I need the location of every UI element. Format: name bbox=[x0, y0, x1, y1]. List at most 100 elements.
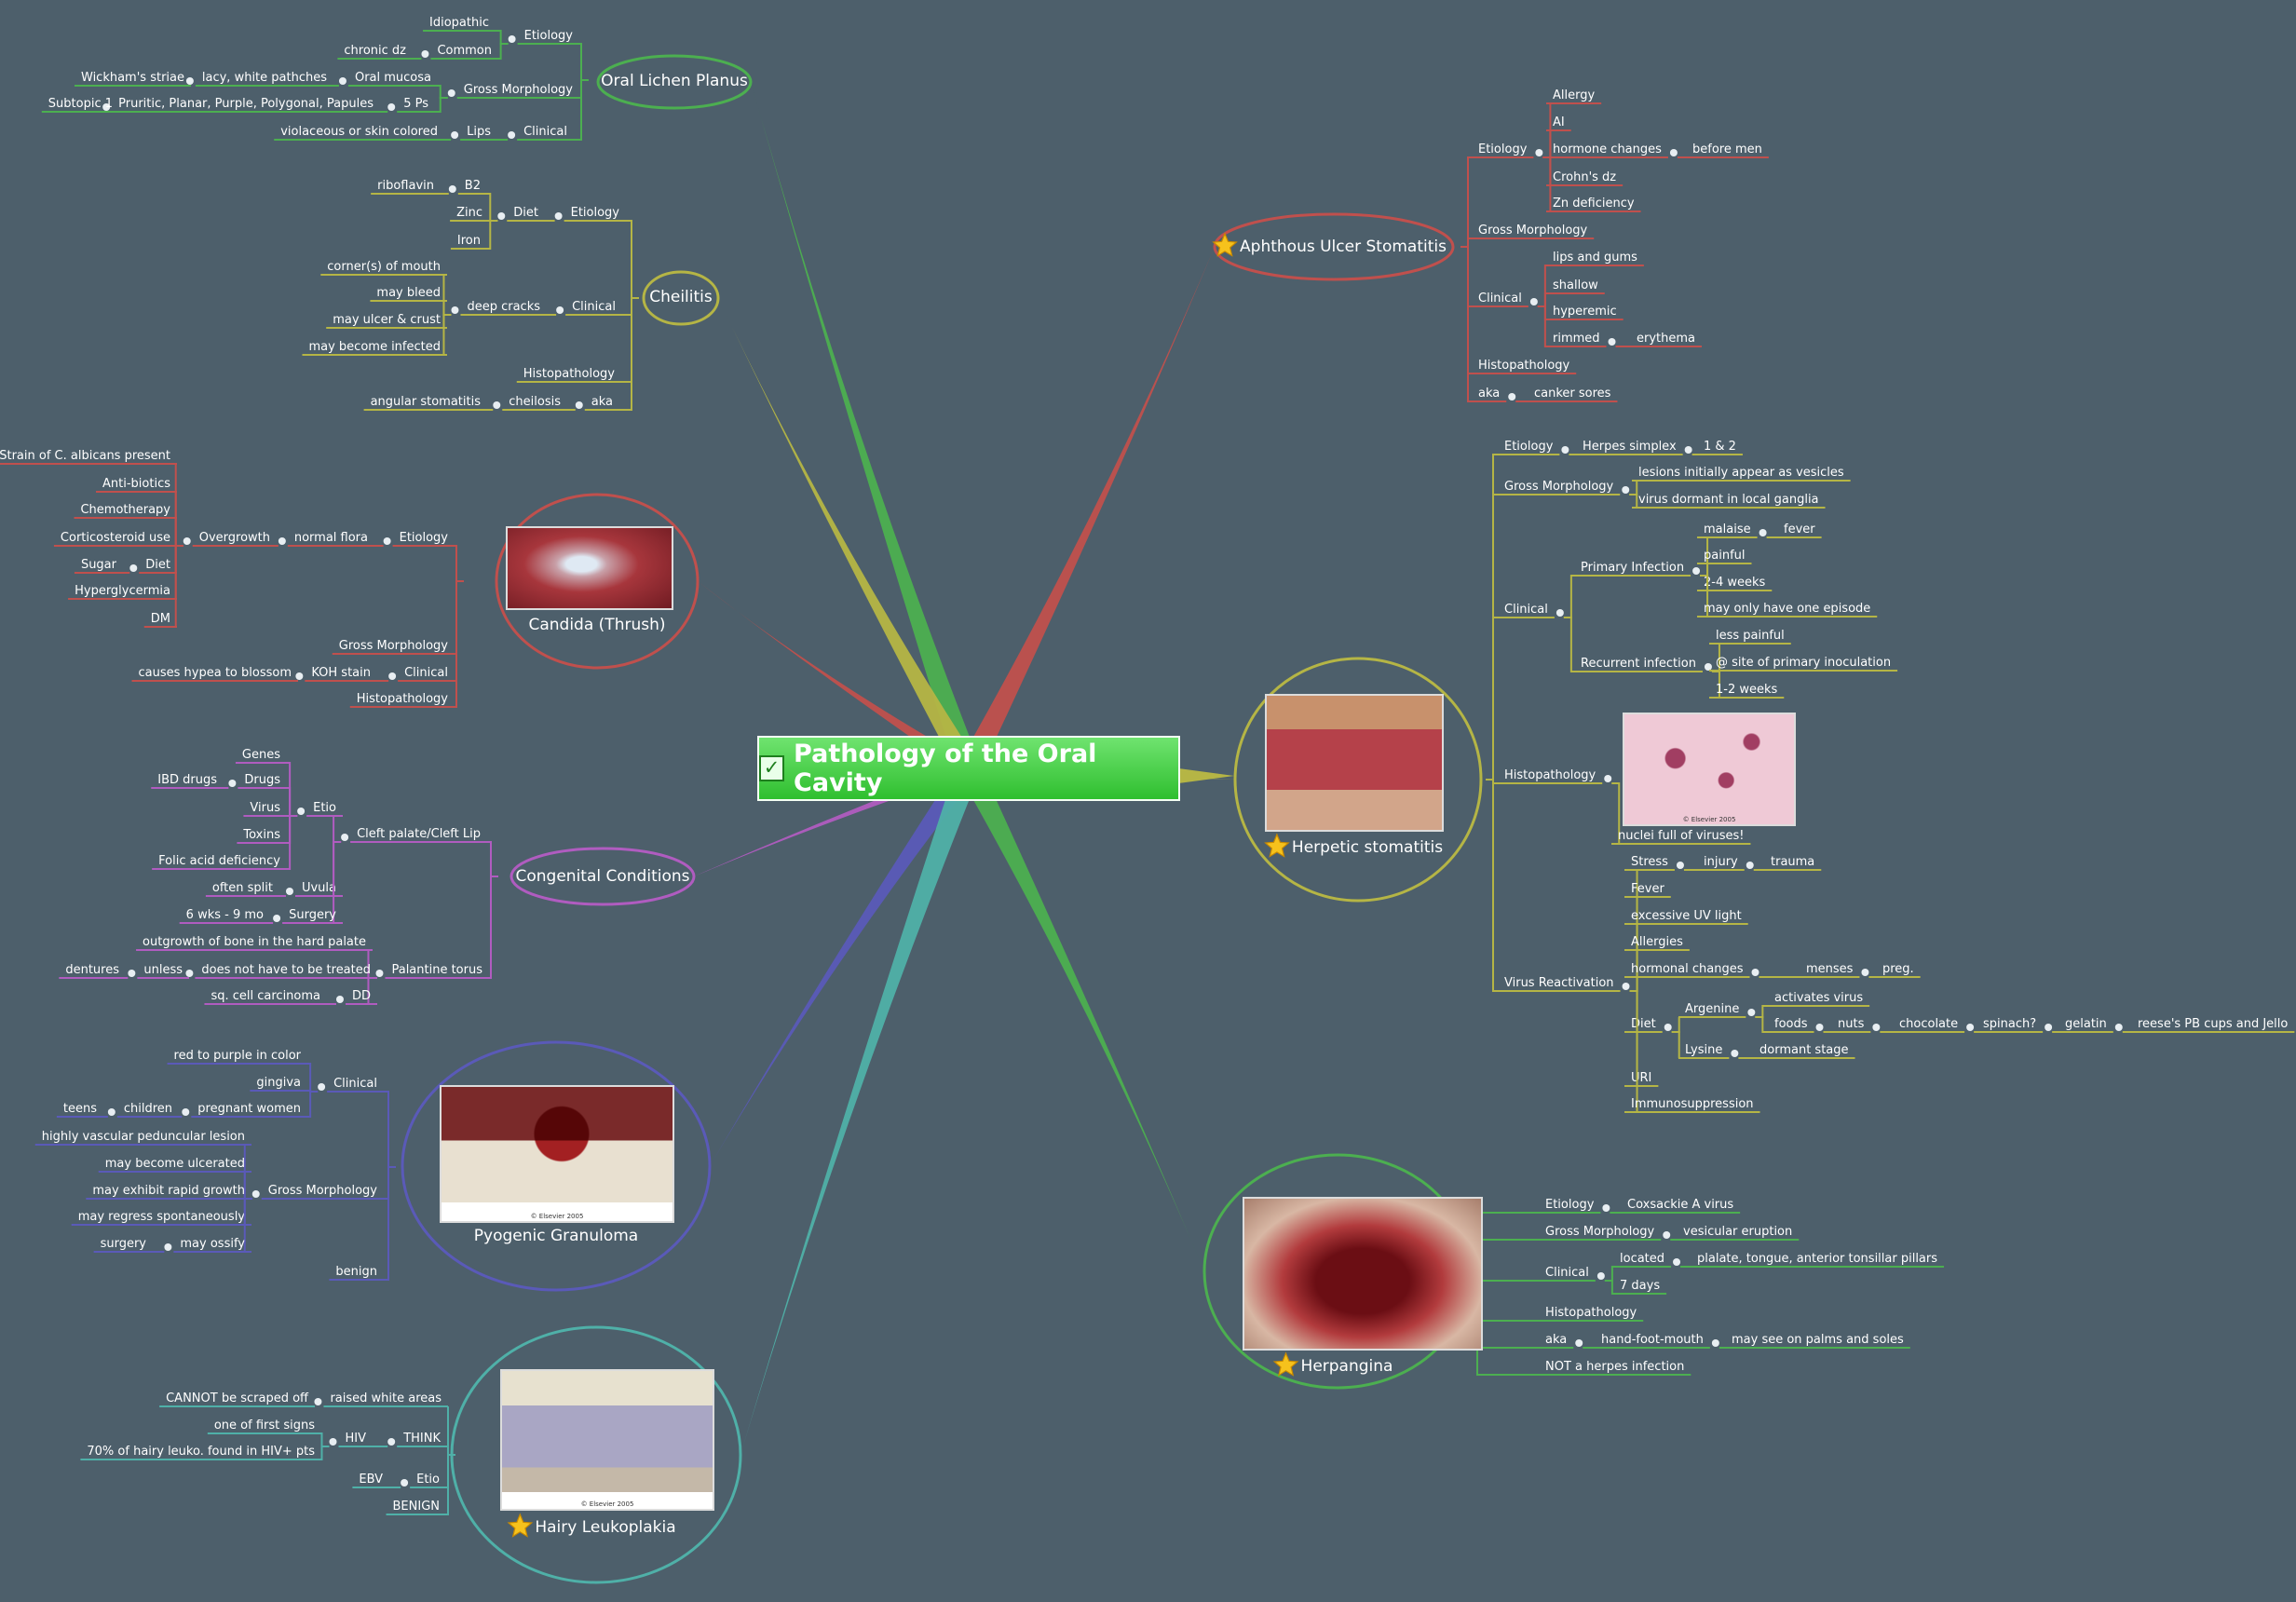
node-coxsackie-a-virus[interactable]: Coxsackie A virus bbox=[1621, 1198, 1741, 1214]
collapse-dot-icon[interactable] bbox=[383, 537, 391, 545]
node-virus[interactable]: Virus bbox=[243, 801, 287, 817]
collapse-dot-icon[interactable] bbox=[508, 35, 516, 43]
node-7-days[interactable]: 7 days bbox=[1613, 1279, 1667, 1295]
collapse-dot-icon[interactable] bbox=[1669, 149, 1678, 156]
collapse-dot-icon[interactable] bbox=[387, 1438, 396, 1446]
node-etiology[interactable]: Etiology bbox=[1472, 143, 1543, 158]
node-dentures[interactable]: dentures bbox=[59, 963, 126, 979]
node-fever[interactable]: Fever bbox=[1624, 882, 1671, 898]
node-lips-and-gums[interactable]: lips and gums bbox=[1546, 251, 1644, 266]
node-virus-dormant-in-local-ganglia[interactable]: virus dormant in local ganglia bbox=[1632, 493, 1826, 509]
node-normal-flora[interactable]: normal flora bbox=[278, 531, 374, 547]
collapse-dot-icon[interactable] bbox=[128, 970, 136, 977]
node-allergies[interactable]: Allergies bbox=[1624, 935, 1690, 951]
node-benign[interactable]: benign bbox=[329, 1265, 384, 1281]
collapse-dot-icon[interactable] bbox=[102, 103, 111, 111]
node-outgrowth-of-bone-in-the-hard-palate[interactable]: outgrowth of bone in the hard palate bbox=[136, 935, 373, 951]
collapse-dot-icon[interactable] bbox=[388, 672, 397, 680]
node-common[interactable]: Common bbox=[421, 44, 498, 60]
node-aka[interactable]: aka bbox=[1472, 387, 1516, 402]
node-chemotherapy[interactable]: Chemotherapy bbox=[74, 503, 177, 519]
node-hand-foot-mouth[interactable]: hand-foot-mouth bbox=[1595, 1333, 1719, 1349]
node-injury[interactable]: injury bbox=[1697, 855, 1754, 871]
node-clinical[interactable]: Clinical bbox=[1498, 603, 1564, 618]
collapse-dot-icon[interactable] bbox=[1704, 663, 1712, 671]
node-pruritic-planar-purple-polygonal-papules[interactable]: Pruritic, Planar, Purple, Polygonal, Pap… bbox=[102, 97, 380, 113]
node-palantine-torus[interactable]: Palantine torus bbox=[375, 963, 489, 979]
node-1-2[interactable]: 1 & 2 bbox=[1697, 440, 1743, 455]
node-zinc[interactable]: Zinc bbox=[450, 206, 489, 222]
node-diet[interactable]: Diet bbox=[1624, 1017, 1672, 1033]
node-may-ossify[interactable]: may ossify bbox=[164, 1237, 251, 1253]
collapse-dot-icon[interactable] bbox=[1604, 775, 1612, 782]
node-gross-morphology[interactable]: Gross Morphology bbox=[1498, 480, 1630, 496]
node-lesions-initially-appear-as-vesicles[interactable]: lesions initially appear as vesicles bbox=[1632, 466, 1851, 482]
collapse-dot-icon[interactable] bbox=[278, 537, 286, 545]
collapse-dot-icon[interactable] bbox=[1664, 1024, 1672, 1031]
node-herpes-simplex[interactable]: Herpes simplex bbox=[1576, 440, 1692, 455]
node-aka[interactable]: aka bbox=[1539, 1333, 1583, 1349]
collapse-dot-icon[interactable] bbox=[297, 808, 306, 815]
node-recurrent-infection[interactable]: Recurrent infection bbox=[1574, 657, 1712, 672]
collapse-dot-icon[interactable] bbox=[2114, 1024, 2123, 1031]
node-located[interactable]: located bbox=[1613, 1252, 1681, 1268]
node-folic-acid-deficiency[interactable]: Folic acid deficiency bbox=[152, 854, 287, 870]
node-surgery[interactable]: Surgery bbox=[273, 908, 343, 924]
node-site-of-primary-inoculation[interactable]: @ site of primary inoculation bbox=[1709, 656, 1898, 672]
node-etiology[interactable]: Etiology bbox=[1539, 1198, 1610, 1214]
node-riboflavin[interactable]: riboflavin bbox=[371, 179, 441, 195]
node-activates-virus[interactable]: activates virus bbox=[1768, 991, 1870, 1007]
node-often-split[interactable]: often split bbox=[205, 881, 279, 897]
node-may-bleed[interactable]: may bleed bbox=[370, 286, 447, 302]
node-histopathology[interactable]: Histopathology bbox=[516, 367, 621, 383]
node-strain-of-c-albicans-present[interactable]: Strain of C. albicans present bbox=[0, 449, 177, 465]
node-dd[interactable]: DD bbox=[335, 989, 377, 1005]
central-topic[interactable]: ✓ Pathology of the Oral Cavity bbox=[757, 736, 1180, 801]
node-gross-morphology[interactable]: Gross Morphology bbox=[1472, 224, 1595, 239]
collapse-dot-icon[interactable] bbox=[164, 1243, 172, 1251]
node-etiology[interactable]: Etiology bbox=[508, 29, 579, 45]
node-before-men[interactable]: before men bbox=[1686, 143, 1769, 158]
node-allergy[interactable]: Allergy bbox=[1546, 88, 1602, 104]
collapse-dot-icon[interactable] bbox=[285, 888, 293, 895]
node-koh-stain[interactable]: KOH stain bbox=[295, 666, 377, 682]
collapse-dot-icon[interactable] bbox=[318, 1083, 326, 1091]
node-dm[interactable]: DM bbox=[143, 612, 177, 628]
node-clinical[interactable]: Clinical bbox=[1539, 1266, 1605, 1282]
node-gross-morphology[interactable]: Gross Morphology bbox=[332, 639, 455, 655]
node-pregnant-women[interactable]: pregnant women bbox=[182, 1102, 307, 1118]
node-iron[interactable]: Iron bbox=[450, 234, 487, 250]
collapse-dot-icon[interactable] bbox=[1747, 1009, 1756, 1016]
collapse-dot-icon[interactable] bbox=[329, 1438, 337, 1446]
collapse-dot-icon[interactable] bbox=[1759, 529, 1767, 536]
node-histopathology[interactable]: Histopathology bbox=[349, 692, 455, 708]
topic-olp[interactable]: Oral Lichen PlanusEtiologyIdiopathicComm… bbox=[41, 16, 753, 141]
collapse-dot-icon[interactable] bbox=[295, 672, 304, 680]
collapse-dot-icon[interactable] bbox=[107, 1108, 115, 1116]
node-5-ps[interactable]: 5 Ps bbox=[387, 97, 435, 113]
node-foods[interactable]: foods bbox=[1768, 1017, 1824, 1033]
node-malaise[interactable]: malaise bbox=[1697, 523, 1767, 538]
node-deep-cracks[interactable]: deep cracks bbox=[451, 300, 547, 316]
collapse-dot-icon[interactable] bbox=[1861, 969, 1869, 976]
node-may-exhibit-rapid-growth[interactable]: may exhibit rapid growth bbox=[86, 1184, 251, 1200]
node-preg[interactable]: preg. bbox=[1876, 962, 1921, 978]
collapse-dot-icon[interactable] bbox=[451, 306, 459, 314]
node-canker-sores[interactable]: canker sores bbox=[1528, 387, 1618, 402]
node-may-regress-spontaneously[interactable]: may regress spontaneously bbox=[71, 1210, 251, 1226]
node-cannot-be-scraped-off[interactable]: CANNOT be scraped off bbox=[159, 1392, 315, 1407]
node-virus-reactivation[interactable]: Virus Reactivation bbox=[1498, 976, 1630, 992]
node-benign[interactable]: BENIGN bbox=[386, 1500, 446, 1515]
node-nuclei-full-of-viruses[interactable]: nuclei full of viruses! bbox=[1611, 829, 1751, 845]
node-primary-infection[interactable]: Primary Infection bbox=[1574, 561, 1701, 577]
node-2-4-weeks[interactable]: 2-4 weeks bbox=[1697, 576, 1773, 591]
node-hormonal-changes[interactable]: hormonal changes bbox=[1624, 962, 1759, 978]
collapse-dot-icon[interactable] bbox=[1731, 1050, 1739, 1057]
node-dormant-stage[interactable]: dormant stage bbox=[1753, 1043, 1855, 1059]
node-etio[interactable]: Etio bbox=[401, 1473, 446, 1488]
node-violaceous-or-skin-colored[interactable]: violaceous or skin colored bbox=[274, 125, 444, 141]
